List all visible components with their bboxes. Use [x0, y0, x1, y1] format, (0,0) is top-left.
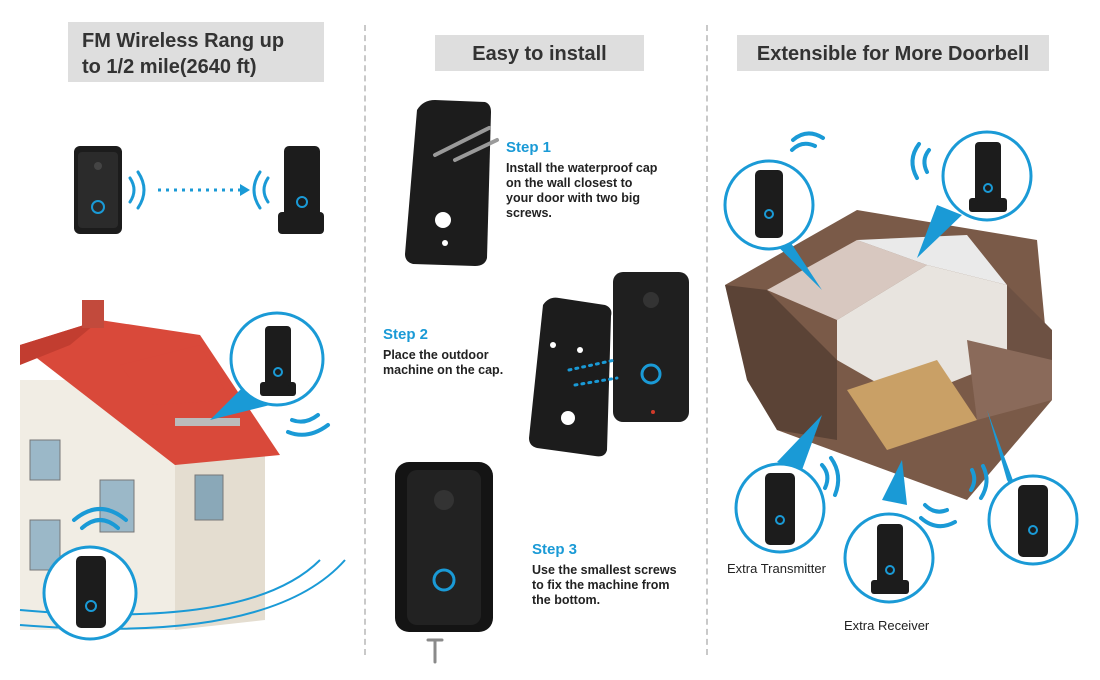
signal-waves-icon [128, 170, 146, 210]
step-2-desc-line: machine on the cap. [383, 363, 504, 377]
transmitter-callout-bottom-right [987, 474, 1079, 566]
step-1-desc-line: screws. [506, 206, 552, 220]
step-2-description: Place the outdoor machine on the cap. [383, 348, 503, 378]
waterproof-cap-icon [405, 100, 491, 266]
range-heading: FM Wireless Rang up to 1/2 mile(2640 ft) [68, 22, 324, 82]
small-screw-icon [426, 638, 444, 664]
range-panel: FM Wireless Rang up to 1/2 mile(2640 ft) [0, 0, 365, 680]
step-1-title: Step 1 [506, 139, 552, 156]
transmitter-callout [42, 545, 138, 641]
transmitter-callout-top-left [723, 159, 815, 251]
extend-panel: Extensible for More Doorbell [707, 0, 1100, 680]
install-heading: Easy to install [435, 35, 644, 71]
doorbell-receiver-icon [278, 146, 324, 234]
transmitter-callout-bottom-left [734, 462, 826, 554]
range-illustration [19, 146, 346, 641]
step-3-desc-line: Use the smallest screws [532, 563, 677, 577]
range-heading-line1: FM Wireless Rang up [82, 30, 285, 52]
extra-transmitter-caption: Extra Transmitter [727, 561, 826, 576]
extend-illustration [723, 130, 1079, 604]
step-3-description: Use the smallest screws to fix the machi… [532, 563, 677, 608]
install-panel: Easy to install [365, 0, 707, 680]
alignment-dots [567, 358, 619, 387]
step-2-title: Step 2 [383, 326, 429, 343]
doorbell-transmitter-icon [74, 146, 122, 234]
mounted-doorbell-icon [395, 462, 493, 632]
step-1-desc-line: your door with two big [506, 191, 641, 205]
step-1-desc-line: on the wall closest to [506, 176, 633, 190]
receiver-callout-bottom-center [843, 512, 935, 604]
extend-heading: Extensible for More Doorbell [737, 35, 1049, 71]
panel-divider [364, 25, 366, 655]
step-3-title: Step 3 [532, 541, 578, 558]
step-3-desc-line: to fix the machine from [532, 578, 670, 592]
step-3-desc-line: the bottom. [532, 593, 601, 607]
signal-waves-icon [790, 131, 989, 529]
range-heading-line2: to 1/2 mile(2640 ft) [82, 56, 257, 78]
step-1-description: Install the waterproof cap on the wall c… [506, 161, 657, 221]
screw-icon [433, 126, 499, 162]
step-1-desc-line: Install the waterproof cap [506, 161, 658, 175]
receiver-callout [210, 311, 325, 420]
extra-receiver-caption: Extra Receiver [844, 618, 930, 633]
panel-divider [706, 25, 708, 655]
cap-and-doorbell-icon [529, 272, 689, 457]
receiver-callout-top-right [941, 130, 1033, 222]
signal-waves-icon [252, 170, 270, 210]
signal-waves-icon [72, 413, 330, 530]
install-illustration [395, 100, 689, 664]
step-2-desc-line: Place the outdoor [383, 348, 489, 362]
house-illustration [20, 300, 280, 630]
house-cutaway-illustration [725, 210, 1052, 500]
